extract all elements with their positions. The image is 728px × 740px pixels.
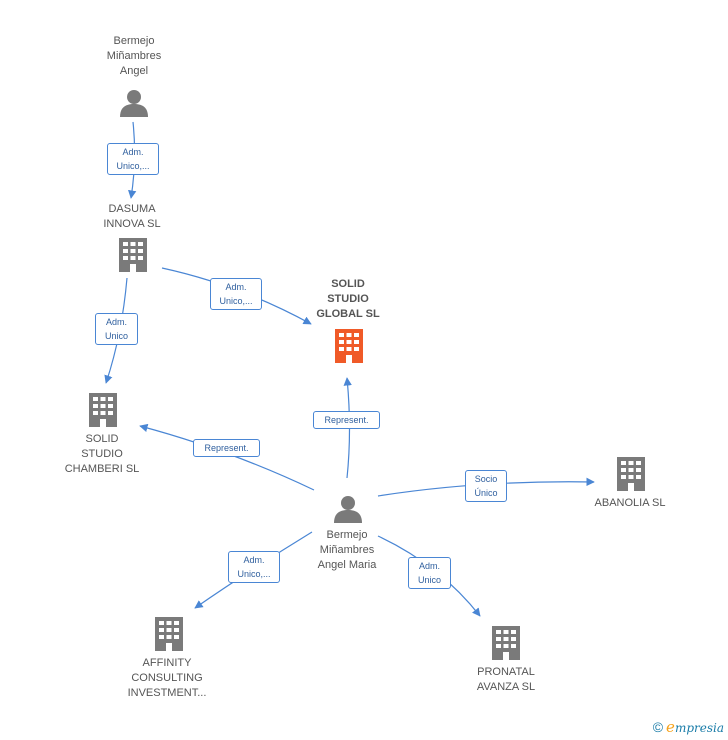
edge-label-adm-unico[interactable]: Adm. Unico,... <box>107 143 159 175</box>
edge-label-represent[interactable]: Represent. <box>193 439 260 457</box>
copyright-icon: © <box>652 719 664 735</box>
empresia-logo[interactable]: ©empresia <box>653 718 724 736</box>
brand-e: e <box>666 718 675 736</box>
node-bermejo-maria-label[interactable]: Bermejo Miñambres Angel Maria <box>317 529 377 571</box>
node-affinity-label[interactable]: AFFINITY CONSULTING INVESTMENT... <box>127 657 207 699</box>
building-icon-main[interactable] <box>335 329 363 363</box>
person-icon[interactable] <box>120 90 148 117</box>
node-bermejo-angel-label[interactable]: Bermejo Miñambres Angel <box>106 35 162 77</box>
building-icon[interactable] <box>89 393 117 427</box>
edge-maria-chamberi <box>139 423 315 491</box>
edge-label-adm-unico[interactable]: Adm. Unico,... <box>228 551 280 583</box>
node-solid-global-label[interactable]: SOLID STUDIO GLOBAL SL <box>316 278 380 320</box>
edge-label-adm-unico[interactable]: Adm. Unico <box>95 313 138 345</box>
brand-name: mpresia <box>674 721 724 735</box>
node-dasuma-label[interactable]: DASUMA INNOVA SL <box>103 203 161 230</box>
edge-label-represent[interactable]: Represent. <box>313 411 380 429</box>
edge-label-adm-unico[interactable]: Adm. Unico <box>408 557 451 589</box>
building-icon[interactable] <box>155 617 183 651</box>
person-icon[interactable] <box>334 496 362 523</box>
node-abanolia-label[interactable]: ABANOLIA SL <box>594 497 666 509</box>
edge-label-socio-unico[interactable]: Socio Único <box>465 470 507 502</box>
building-icon[interactable] <box>617 457 645 491</box>
node-solid-chamberi-label[interactable]: SOLID STUDIO CHAMBERI SL <box>64 433 140 475</box>
node-pronatal-label[interactable]: PRONATAL AVANZA SL <box>476 666 536 693</box>
building-icon[interactable] <box>492 626 520 660</box>
building-icon[interactable] <box>119 238 147 272</box>
edge-label-adm-unico[interactable]: Adm. Unico,... <box>210 278 262 310</box>
